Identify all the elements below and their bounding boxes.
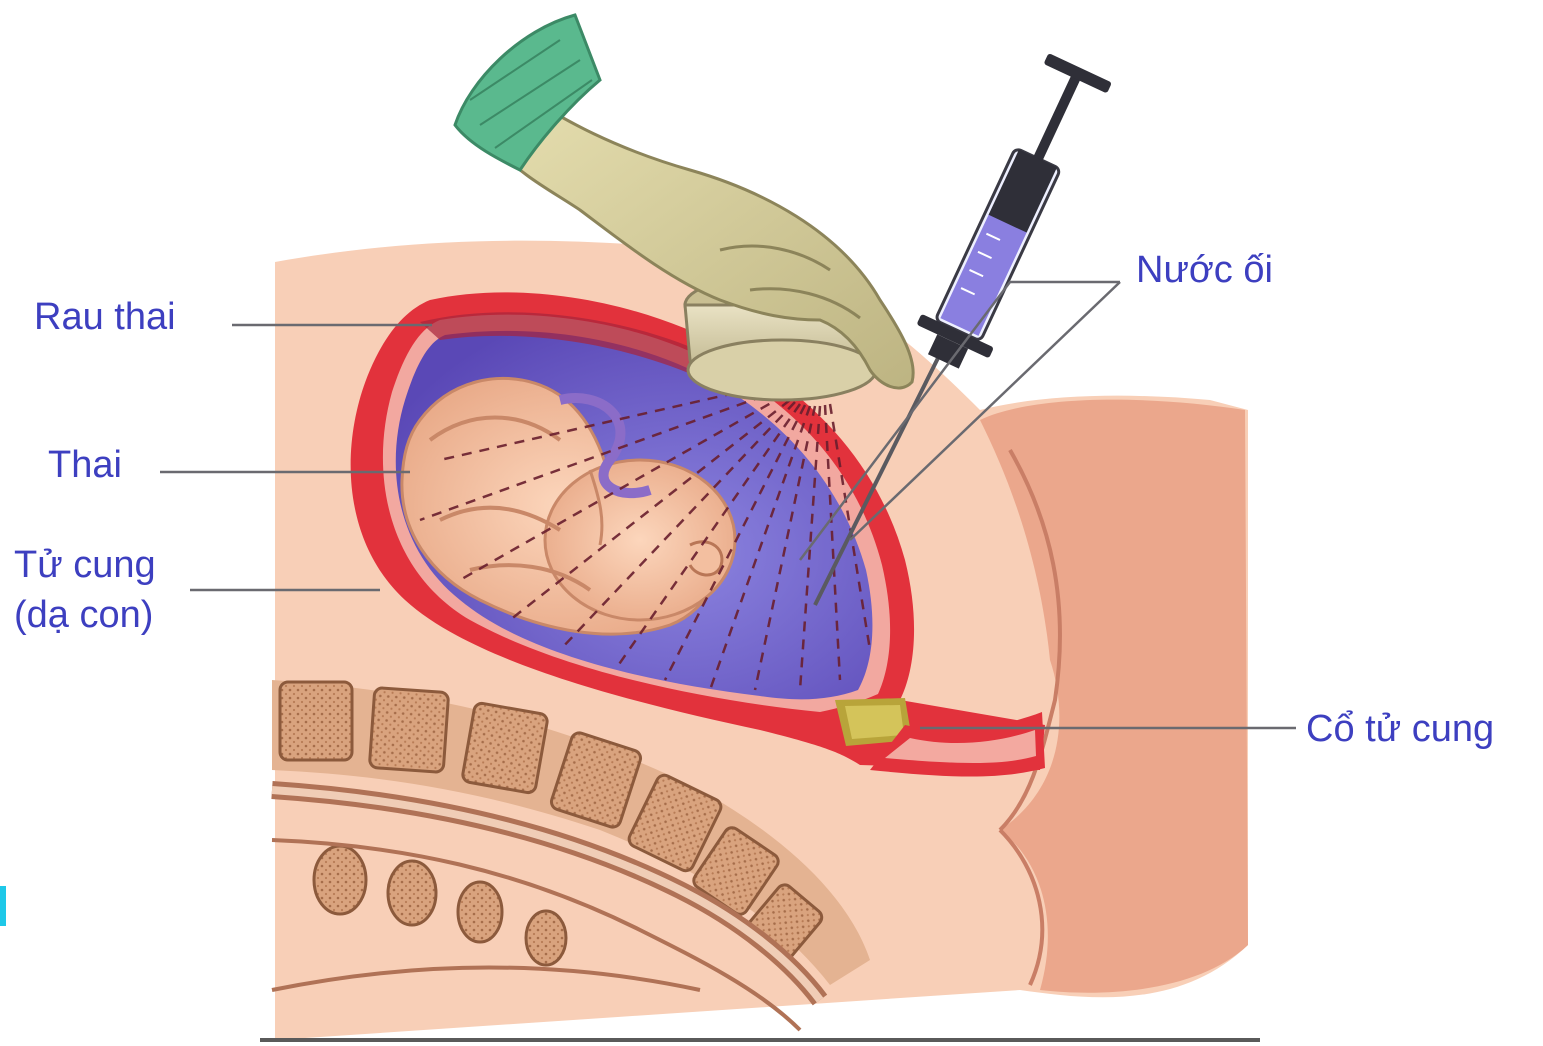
label-co-tu-cung: Cổ tử cung bbox=[1306, 705, 1494, 753]
label-thai: Thai bbox=[48, 441, 122, 489]
label-rau-thai: Rau thai bbox=[34, 293, 176, 341]
label-nuoc-oi: Nước ối bbox=[1136, 246, 1273, 294]
label-tu-cung-alt: (dạ con) bbox=[14, 591, 153, 639]
label-tu-cung: Tử cung bbox=[14, 541, 156, 589]
edge-marker bbox=[0, 886, 6, 926]
